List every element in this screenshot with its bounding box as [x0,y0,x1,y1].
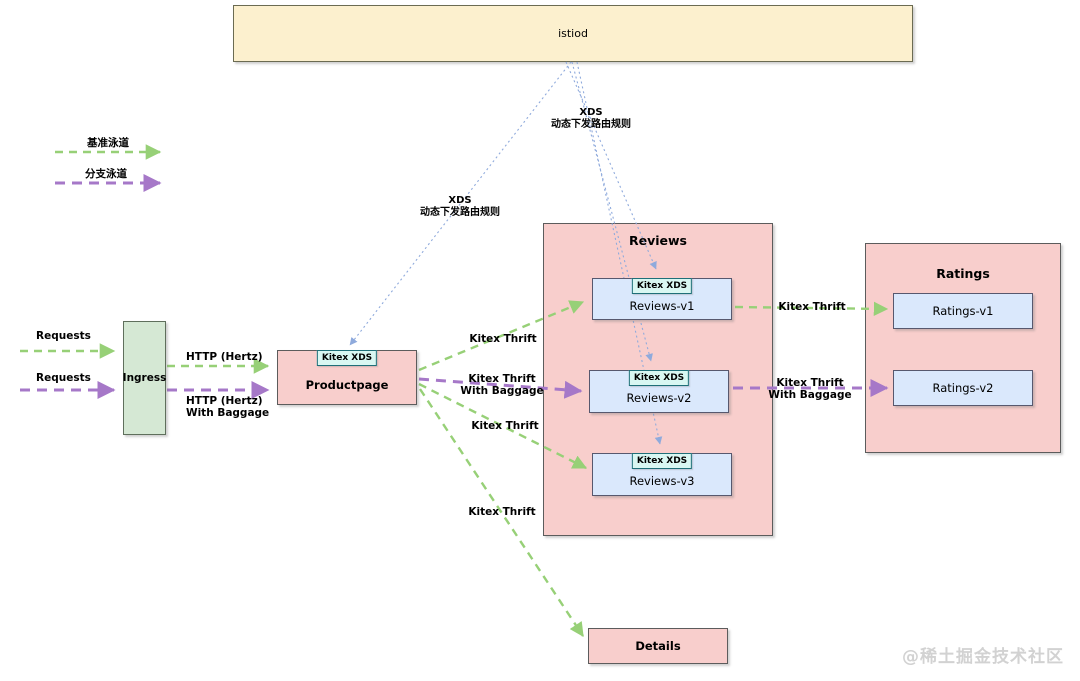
xds-label-left: XDS 动态下发路由规则 [420,195,500,218]
reviews-group-title: Reviews [628,233,687,248]
istiod-label: istiod [558,27,588,40]
http-hertz-baggage-label: HTTP (Hertz) With Baggage [186,395,270,420]
reviews-v2-label: Reviews-v2 [626,391,692,405]
ratings-v1-node: Ratings-v1 [893,293,1033,329]
kitex-thrift-baggage-label-v2: Kitex Thrift With Baggage [460,373,544,398]
kitex-thrift-baggage-label-ratings-v2: Kitex Thrift With Baggage [768,377,852,402]
reviews-v1-node: Kitex XDS Reviews-v1 [592,278,732,320]
kitex-thrift-label-ratings-v1: Kitex Thrift [778,301,846,313]
istiod-node: istiod [233,5,913,62]
watermark: @稀土掘金技术社区 [902,647,1064,667]
reviews-v1-label: Reviews-v1 [629,298,695,313]
reviews-v3-kitex-xds-tab: Kitex XDS [631,453,693,469]
reviews-v3-node: Kitex XDS Reviews-v3 [592,453,732,496]
ratings-v2-node: Ratings-v2 [893,370,1033,406]
productpage-node: Kitex XDS Productpage [277,350,417,405]
productpage-kitex-xds-tab: Kitex XDS [316,350,378,366]
details-node: Details [588,628,728,664]
reviews-v3-label: Reviews-v3 [629,474,695,488]
kitex-thrift-label-details: Kitex Thrift [468,506,536,518]
requests-label-top: Requests [36,330,91,342]
kitex-thrift-label-v1: Kitex Thrift [469,333,537,345]
kitex-thrift-label-v3: Kitex Thrift [471,420,539,432]
reviews-v2-kitex-xds-tab: Kitex XDS [628,370,690,386]
ingress-node: Ingress [123,321,166,435]
legend-branch-label: 分支泳道 [85,168,127,180]
productpage-label: Productpage [305,377,389,392]
reviews-v1-kitex-xds-tab: Kitex XDS [631,278,693,294]
ratings-v2-label: Ratings-v2 [932,381,994,395]
ingress-label: Ingress [122,372,167,384]
reviews-v2-node: Kitex XDS Reviews-v2 [589,370,729,413]
xds-label-right: XDS 动态下发路由规则 [551,107,631,130]
legend-baseline-label: 基准泳道 [87,137,129,149]
ratings-group-title: Ratings [936,266,990,281]
ratings-group: Ratings [865,243,1061,453]
details-label: Details [635,639,681,653]
ratings-v1-label: Ratings-v1 [932,304,994,318]
http-hertz-label-top: HTTP (Hertz) [186,351,263,363]
requests-label-bottom: Requests [36,372,91,384]
